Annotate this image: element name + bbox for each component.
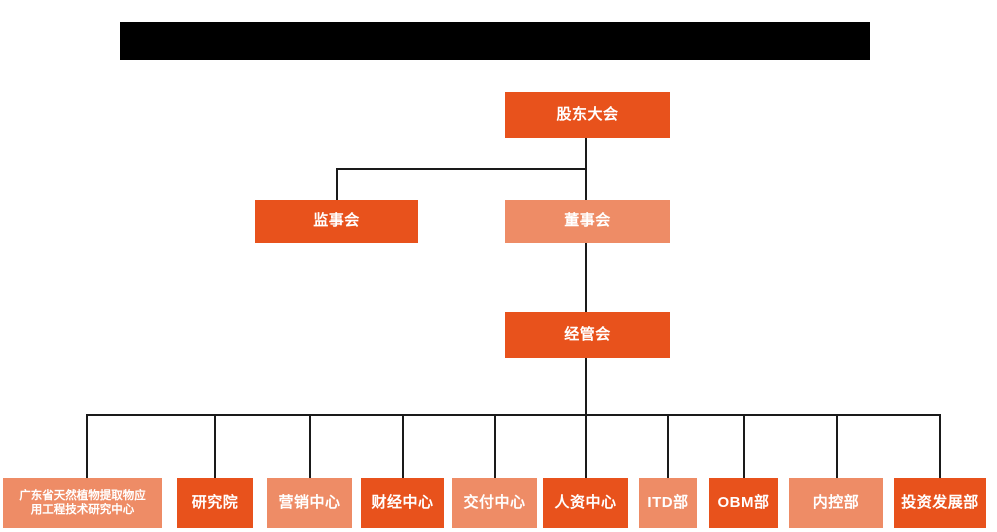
node-label: ITD部 bbox=[647, 493, 689, 511]
node-label: 经管会 bbox=[564, 325, 611, 343]
node-dept-delivery-center[interactable]: 交付中心 bbox=[452, 478, 537, 528]
node-label: 财经中心 bbox=[371, 493, 434, 511]
node-dept-research-center[interactable]: 广东省天然植物提取物应 用工程技术研究中心 bbox=[3, 478, 162, 528]
connector-drop-directors bbox=[585, 168, 587, 200]
connector-drop-marketing-center bbox=[309, 414, 311, 478]
node-label: 广东省天然植物提取物应 用工程技术研究中心 bbox=[7, 489, 158, 518]
node-label: 人资中心 bbox=[554, 493, 617, 511]
node-board-of-directors[interactable]: 董事会 bbox=[505, 200, 670, 243]
node-label: 研究院 bbox=[191, 493, 239, 511]
connector-drop-internal-control bbox=[836, 414, 838, 478]
redacted-title-bar bbox=[120, 22, 870, 60]
connector-drop-delivery-center bbox=[494, 414, 496, 478]
connector-drop-itd bbox=[667, 414, 669, 478]
node-label: 股东大会 bbox=[556, 105, 619, 123]
connector-directors-to-management bbox=[585, 242, 587, 312]
node-shareholders-meeting[interactable]: 股东大会 bbox=[505, 92, 670, 138]
node-label: 营销中心 bbox=[278, 493, 341, 511]
node-label-line1: 广东省天然植物提取物应 bbox=[19, 489, 146, 502]
node-label: 监事会 bbox=[313, 212, 360, 230]
node-label-line2: 用工程技术研究中心 bbox=[30, 504, 135, 516]
connector-drop-hr-center bbox=[585, 414, 587, 478]
connector-drop-supervisors bbox=[336, 168, 338, 200]
connector-level2-bus bbox=[336, 168, 587, 170]
connector-drop-obm bbox=[743, 414, 745, 478]
connector-departments-bus bbox=[86, 414, 940, 416]
node-dept-itd[interactable]: ITD部 bbox=[639, 478, 697, 528]
connector-drop-finance-center bbox=[402, 414, 404, 478]
node-label: 董事会 bbox=[564, 212, 611, 230]
node-board-of-supervisors[interactable]: 监事会 bbox=[255, 200, 418, 243]
connector-management-down bbox=[585, 358, 587, 416]
node-label: 内控部 bbox=[812, 493, 860, 511]
node-dept-finance-center[interactable]: 财经中心 bbox=[361, 478, 444, 528]
connector-drop-research-center bbox=[86, 414, 88, 478]
node-dept-investment-development[interactable]: 投资发展部 bbox=[894, 478, 986, 528]
node-dept-marketing-center[interactable]: 营销中心 bbox=[267, 478, 352, 528]
node-label: 交付中心 bbox=[463, 493, 526, 511]
node-management-committee[interactable]: 经管会 bbox=[505, 312, 670, 358]
node-dept-hr-center[interactable]: 人资中心 bbox=[543, 478, 628, 528]
node-dept-internal-control[interactable]: 内控部 bbox=[789, 478, 883, 528]
connector-drop-investment-development bbox=[939, 414, 941, 478]
connector-shareholders-down bbox=[585, 138, 587, 170]
node-label: 投资发展部 bbox=[901, 493, 979, 511]
node-dept-obm[interactable]: OBM部 bbox=[709, 478, 778, 528]
node-label: OBM部 bbox=[717, 493, 770, 511]
connector-drop-institute bbox=[214, 414, 216, 478]
node-dept-institute[interactable]: 研究院 bbox=[177, 478, 253, 528]
